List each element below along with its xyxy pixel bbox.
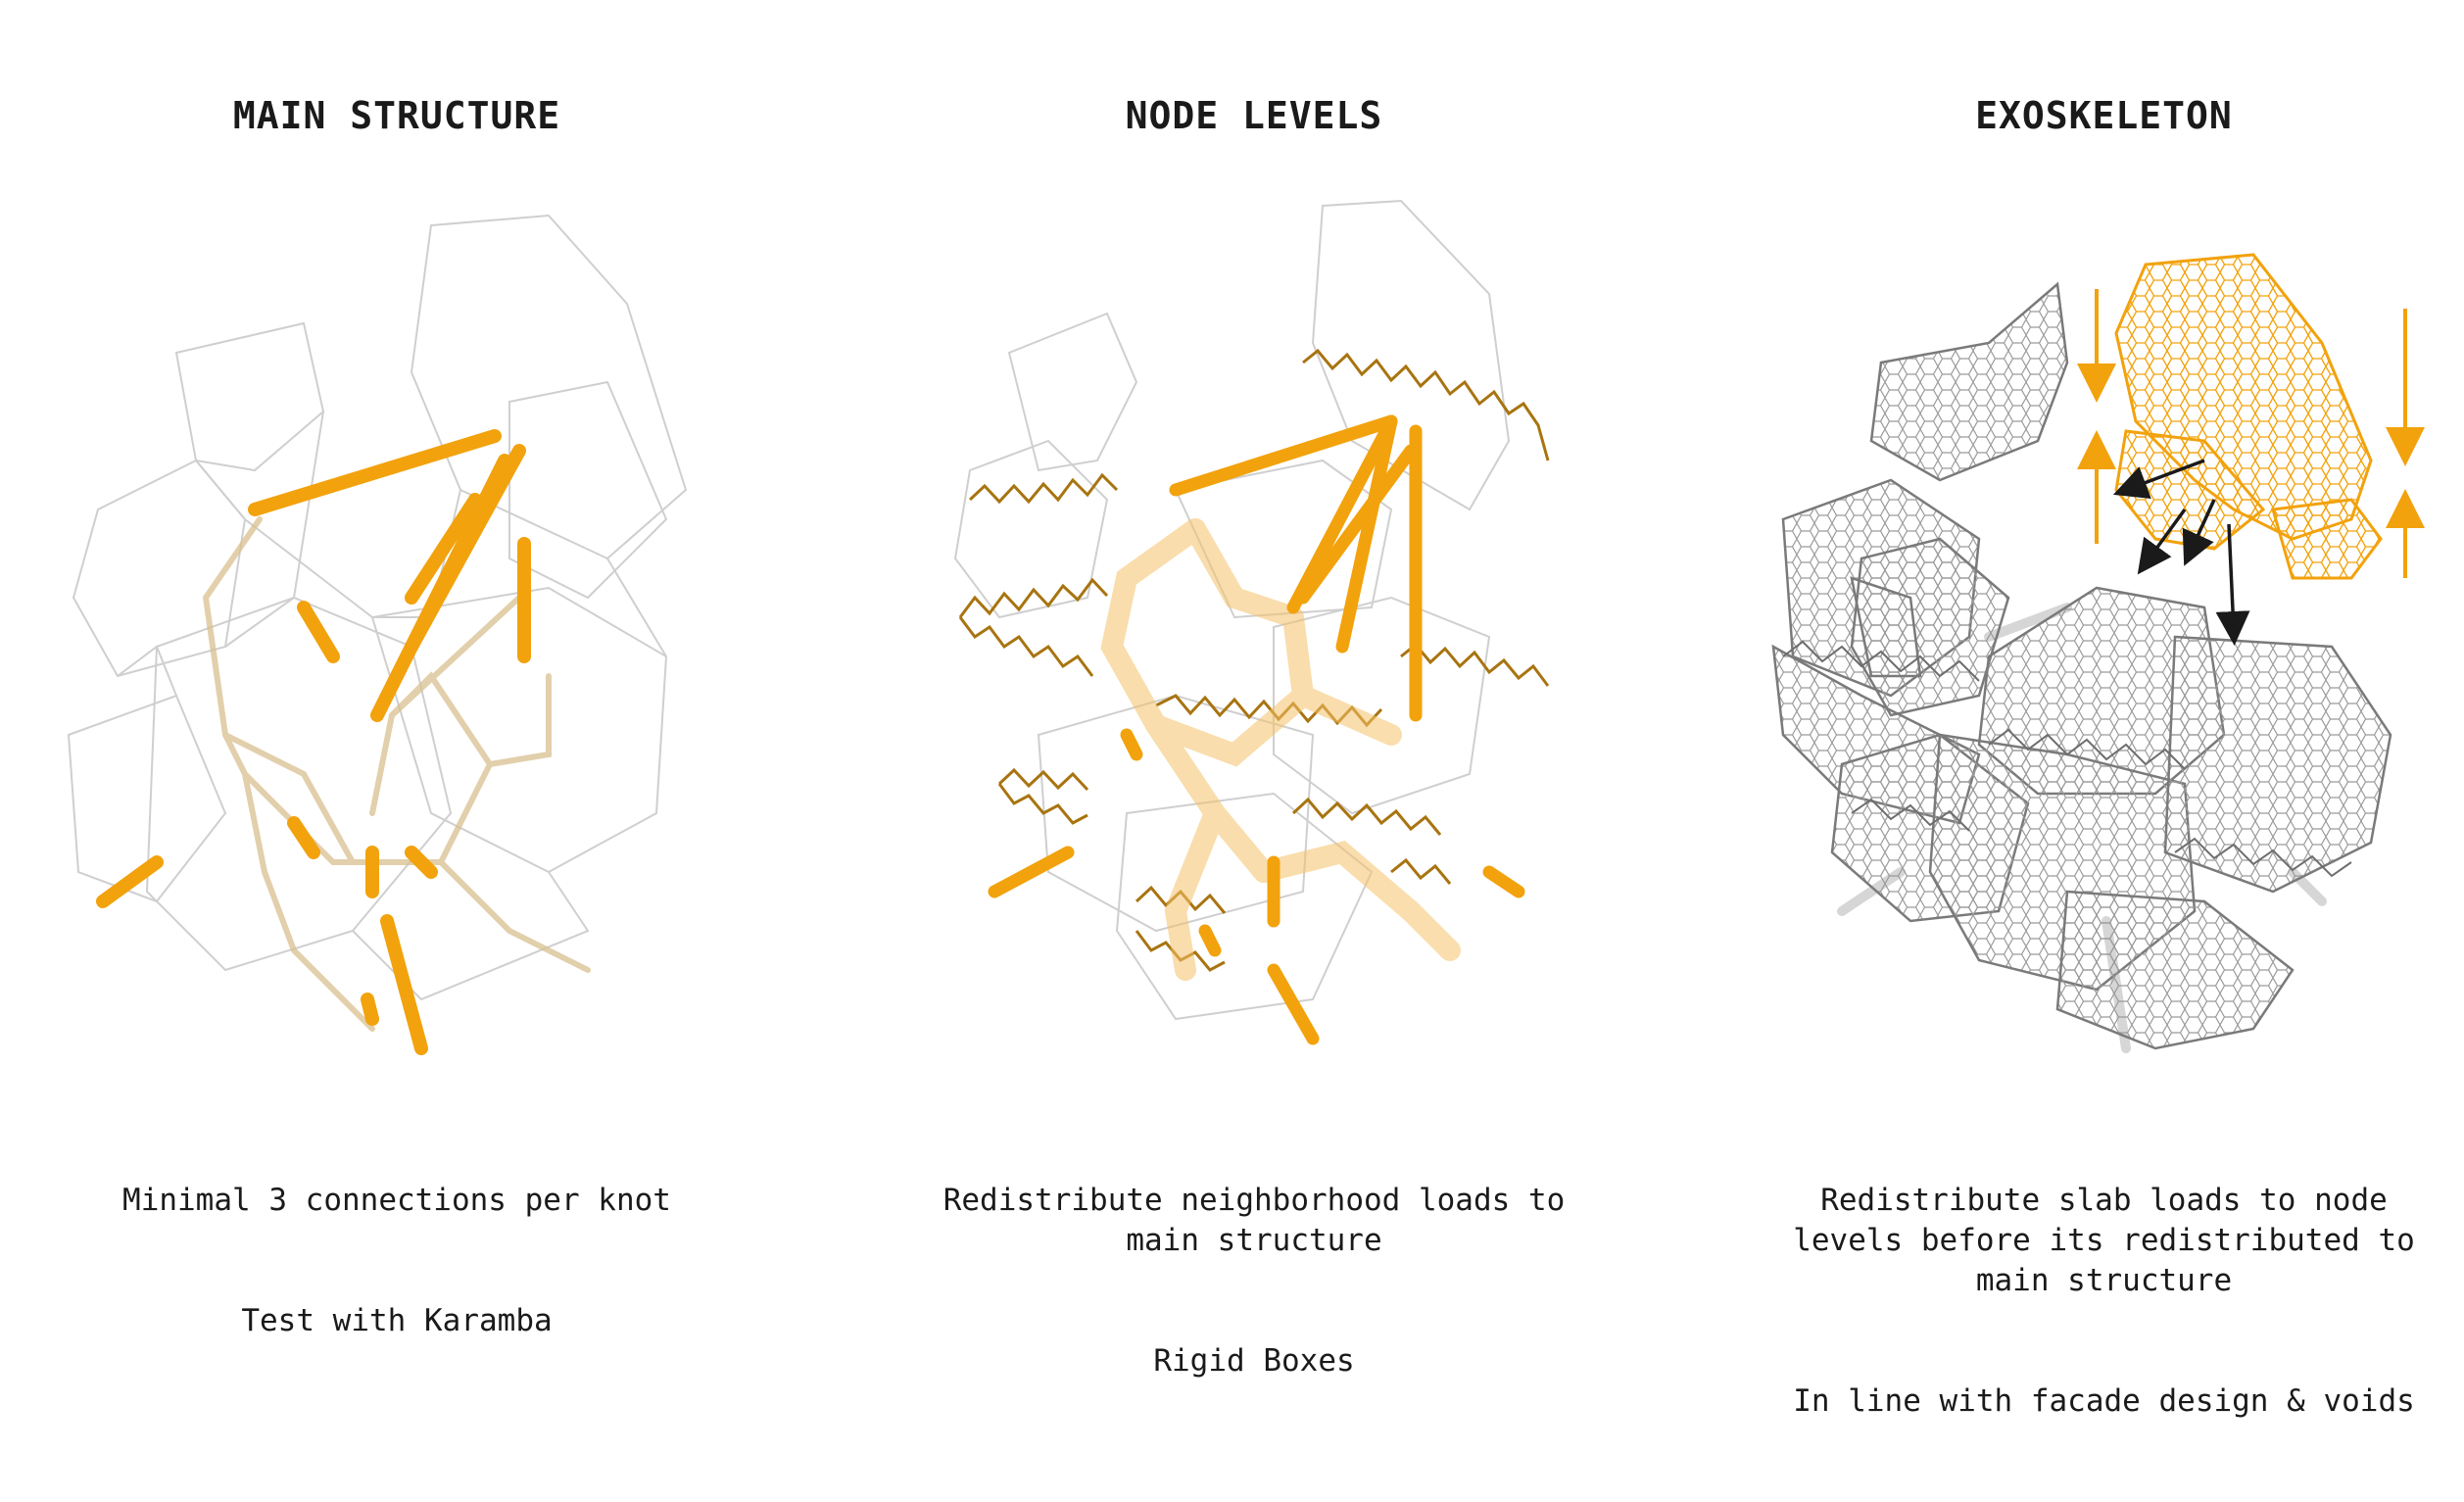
panel-title: NODE LEVELS — [1125, 94, 1383, 137]
caption-line: Redistribute neighborhood loads to main … — [942, 1183, 1566, 1258]
panel-exoskeleton: EXOSKELETON — [1744, 0, 2464, 1419]
exoskeleton-illustration — [1771, 253, 2425, 1053]
caption-line: Test with Karamba — [241, 1303, 553, 1338]
panel-title: MAIN STRUCTURE — [232, 94, 561, 137]
caption-line: Rigid Boxes — [1153, 1343, 1355, 1379]
panel-caption: Redistribute neighborhood loads to main … — [882, 1140, 1626, 1462]
node-levels-illustration — [953, 199, 1550, 1045]
panel-title: EXOSKELETON — [1975, 94, 2233, 137]
caption-line: In line with facade design & voids — [1793, 1383, 2415, 1419]
panel-caption: Minimal 3 connections per knot Test with… — [0, 1140, 794, 1422]
panel-caption: Redistribute slab loads to node levels b… — [1744, 1140, 2464, 1502]
caption-line: Redistribute slab loads to node levels b… — [1793, 1183, 2415, 1298]
panel-main-structure: MAIN STRUCTURE — [0, 0, 794, 1381]
caption-line: Minimal 3 connections per knot — [122, 1183, 671, 1218]
panel-node-levels: NODE LEVELS — [882, 0, 1626, 1381]
main-structure-illustration — [67, 214, 688, 1055]
